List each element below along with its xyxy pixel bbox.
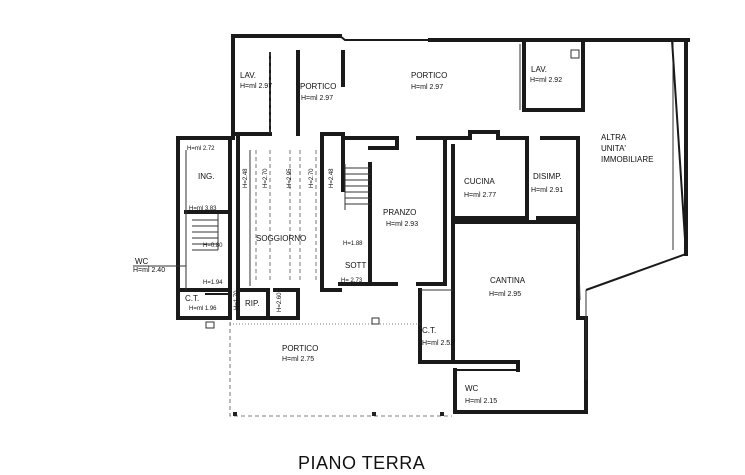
portico-top-name: PORTICO bbox=[411, 71, 447, 80]
pranzo-height: H=ml 2.93 bbox=[386, 221, 418, 228]
ct-right-name: C.T. bbox=[422, 326, 436, 335]
rip-v1: H=1.70 bbox=[234, 290, 240, 310]
portico-bottom-area bbox=[205, 317, 452, 417]
ct-right-height: H=ml 2.52 bbox=[422, 340, 454, 347]
wc-right-height: H=ml 2.15 bbox=[465, 398, 497, 405]
wc-left-height: H=ml 2.40 bbox=[133, 267, 165, 274]
disimp-name: DISIMP. bbox=[533, 172, 562, 181]
cantina-height: H=ml 2.95 bbox=[489, 291, 521, 298]
soggiorno-name: SOGGIORNO bbox=[256, 234, 306, 243]
stairs bbox=[192, 164, 370, 251]
ct-left-name: C.T. bbox=[185, 294, 199, 303]
soggiorno-v2: H=2.70 bbox=[263, 168, 269, 188]
portico-bottom-name: PORTICO bbox=[282, 344, 318, 353]
wc-left-name: WC bbox=[135, 257, 149, 266]
cantina-name: CANTINA bbox=[490, 276, 526, 285]
lav-left-height: H=ml 2.97 bbox=[240, 83, 272, 90]
altra-unita-line1: ALTRA bbox=[601, 133, 627, 142]
pranzo-name: PRANZO bbox=[383, 208, 416, 217]
beams bbox=[249, 150, 317, 286]
altra-unita-line3: IMMOBILIARE bbox=[601, 155, 653, 164]
sott-name: SOTT bbox=[345, 261, 366, 270]
soggiorno-v3: H=2.95 bbox=[287, 168, 293, 188]
soggiorno-v5: H=2.48 bbox=[329, 168, 335, 188]
walls bbox=[176, 34, 690, 414]
ing-h1: H=ml 2.72 bbox=[187, 146, 215, 152]
sott-height: H= 2.73 bbox=[341, 278, 363, 284]
disimp-height: H=ml 2.91 bbox=[531, 187, 563, 194]
rip-v2: H=2.60 bbox=[277, 292, 283, 312]
ing-h2: H=ml 3.83 bbox=[189, 206, 217, 212]
soggiorno-v4: H=2.70 bbox=[309, 168, 315, 188]
lav-right-name: LAV. bbox=[531, 65, 547, 74]
lav-left-name: LAV. bbox=[240, 71, 256, 80]
cucina-name: CUCINA bbox=[464, 177, 495, 186]
plan-title: PIANO TERRA bbox=[298, 453, 425, 473]
wc-right-name: WC bbox=[465, 384, 479, 393]
portico-left-name: PORTICO bbox=[300, 82, 336, 91]
ct-left-height: H=ml 1.96 bbox=[189, 306, 217, 312]
altra-unita-line2: UNITA' bbox=[601, 144, 626, 153]
portico-bottom-height: H=ml 2.75 bbox=[282, 356, 314, 363]
soggiorno-v1: H=2.48 bbox=[243, 168, 249, 188]
portico-top-height: H=ml 2.97 bbox=[411, 84, 443, 91]
portico-left-height: H=ml 2.97 bbox=[301, 95, 333, 102]
rip-name: RIP. bbox=[245, 299, 260, 308]
ing-name: ING. bbox=[198, 172, 214, 181]
ing-h4: H=1.94 bbox=[203, 280, 223, 286]
room-labels: LAV. H=ml 2.97 PORTICO H=ml 2.97 PORTICO… bbox=[133, 49, 653, 405]
cucina-height: H=ml 2.77 bbox=[464, 192, 496, 199]
pranzo-small: H=1.88 bbox=[343, 241, 363, 247]
ing-h3: H=0.80 bbox=[203, 243, 223, 249]
lav-right-height: H=ml 2.92 bbox=[530, 77, 562, 84]
